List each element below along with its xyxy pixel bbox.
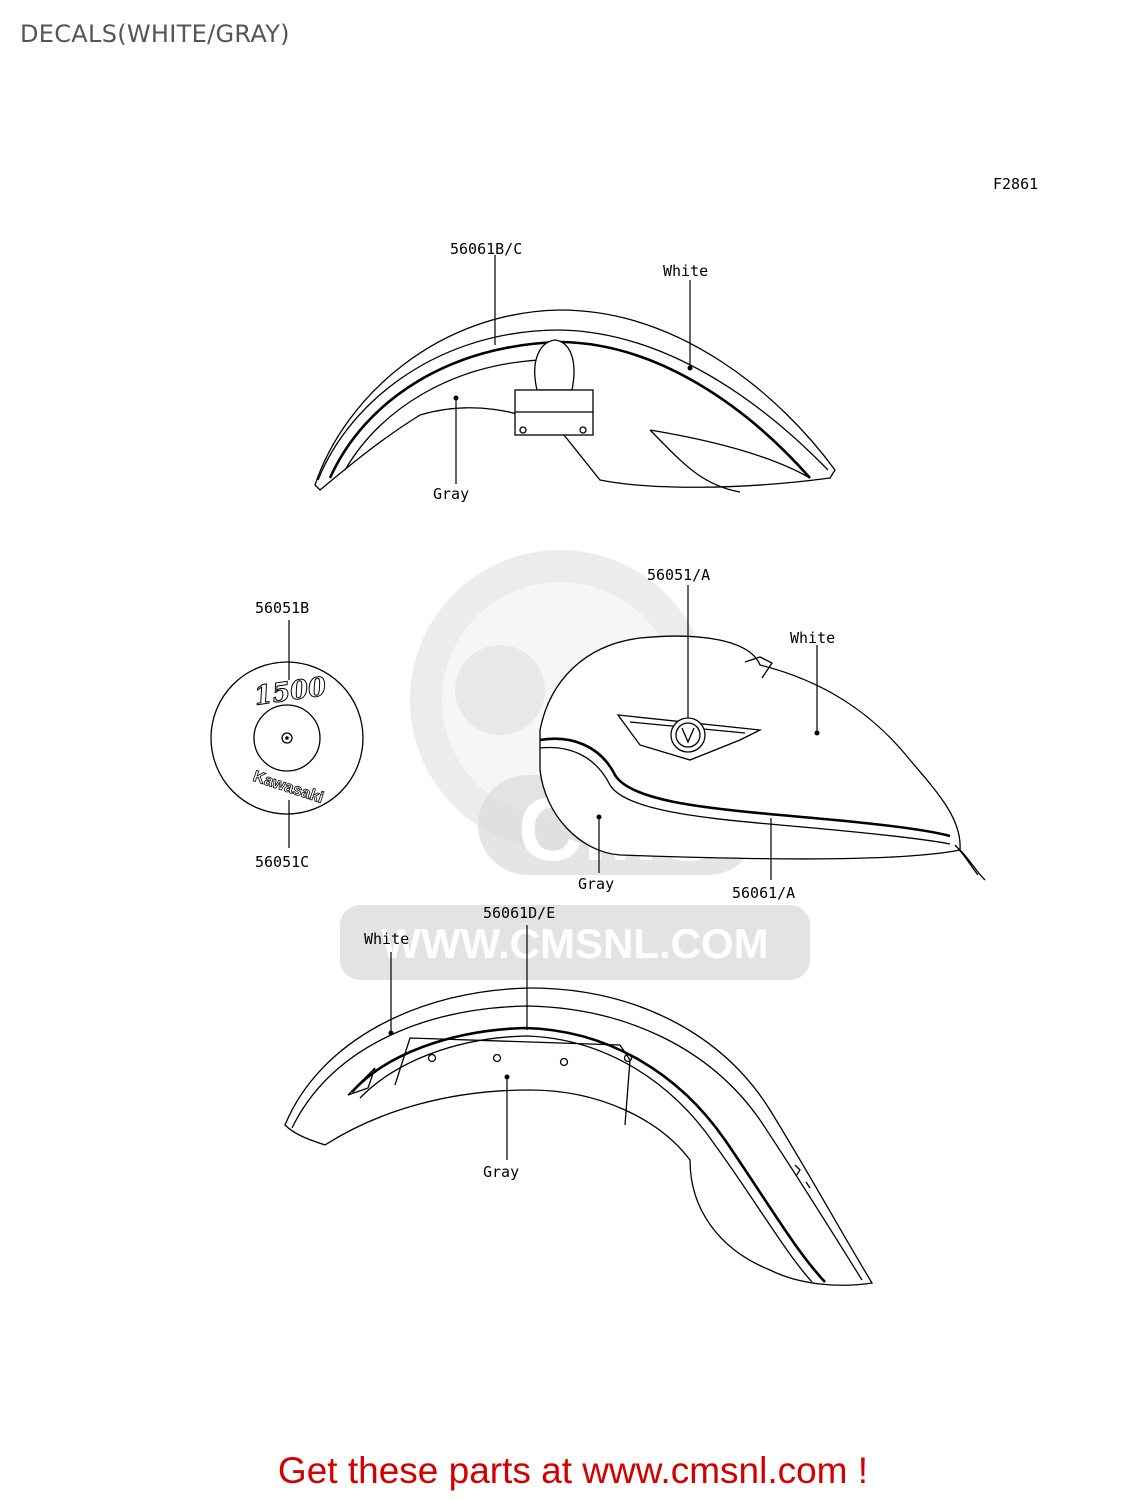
rear-fender-gray-label: Gray	[483, 1163, 519, 1181]
fuel-tank-gray-label: Gray	[578, 875, 614, 893]
rear-fender: 56061D/E White Gray	[284, 904, 874, 1286]
front-fender-white-label: White	[663, 262, 708, 280]
watermark-url: WWW.CMSNL.COM	[381, 920, 768, 967]
fuel-tank-white-label: White	[790, 629, 835, 647]
rear-fender-white-label: White	[364, 930, 409, 948]
front-fender: 56061B/C White Gray	[314, 240, 836, 503]
fuel-tank-emblem-label: 56051/A	[647, 566, 710, 584]
fuel-tank-stripe-label: 56061/A	[732, 884, 795, 902]
figure-code: F2861	[993, 175, 1038, 193]
emblem-top-label: 56051B	[255, 599, 309, 617]
cta-link[interactable]: Get these parts at www.cmsnl.com !	[277, 1450, 869, 1491]
page-title: DECALS(WHITE/GRAY)	[20, 20, 290, 48]
rear-fender-part-label: 56061D/E	[483, 904, 555, 922]
round-emblem: 1500 Kawasaki 56051B 56051C	[210, 599, 364, 871]
front-fender-part-label: 56061B/C	[450, 240, 522, 258]
fuel-tank: 56051/A White Gray 56061/A	[539, 566, 986, 902]
front-fender-gray-label: Gray	[433, 485, 469, 503]
emblem-bottom-label: 56051C	[255, 853, 309, 871]
